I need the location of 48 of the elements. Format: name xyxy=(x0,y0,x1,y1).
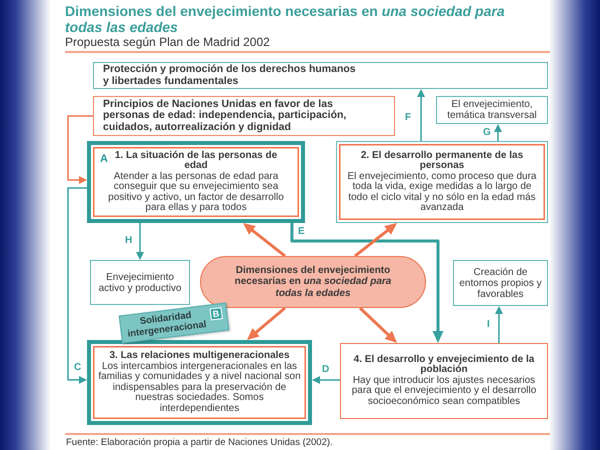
arrow xyxy=(67,115,93,184)
edge-label: E xyxy=(297,226,306,237)
arrow xyxy=(417,89,426,141)
arrow xyxy=(354,223,398,258)
central-pill xyxy=(200,256,426,308)
text-box xyxy=(90,260,190,305)
edge-label: D xyxy=(321,364,330,375)
letter-badge: B xyxy=(209,307,223,321)
box-text: Principios de Naciones Unidas en favor de las personas de edad: independencia, participación, cuidados, autorrealización y dignidad xyxy=(103,98,348,134)
text-box xyxy=(93,62,548,89)
source-note: Fuente: Elaboración propia a partir de Naciones Unidas (2002). xyxy=(66,437,333,448)
arrow xyxy=(494,306,503,343)
arrow xyxy=(290,223,444,343)
box-heading: 3. Las relaciones multigeneracionales xyxy=(109,351,290,362)
title: Dimensiones del envejecimiento necesarias en una sociedad para todas las edades xyxy=(65,3,506,35)
box-heading: 2. El desarrollo permanente de las personas xyxy=(360,150,524,172)
dimension-box xyxy=(340,343,548,419)
dimension-box xyxy=(336,141,548,223)
box-text: Creación de entornos propios y favorables xyxy=(458,266,543,300)
arrow xyxy=(243,223,286,258)
arrow xyxy=(358,306,397,344)
text-box xyxy=(436,96,548,124)
edge-label: C xyxy=(73,362,82,373)
edge-label: H xyxy=(124,235,134,246)
box-letter: A xyxy=(100,153,108,165)
text-box xyxy=(453,260,548,306)
pill-text: Dimensiones del envejecimiento necesarias en una sociedad para todas la edades xyxy=(234,264,392,300)
box-text: Envejecimiento activo y productivo xyxy=(98,272,182,294)
dimension-box xyxy=(87,340,312,425)
edge-label: F xyxy=(404,112,412,123)
box-text: Protección y promoción de los derechos humanos y libertades fundamentales xyxy=(103,64,357,87)
box-heading: 1. La situación de las personas de edad xyxy=(114,150,278,172)
box-heading: 4. El desarrollo y envejecimiento de la población xyxy=(352,354,536,376)
arrow xyxy=(136,223,144,260)
subtitle: Propuesta según Plan de Madrid 2002 xyxy=(65,35,270,49)
dimension-box xyxy=(87,141,305,223)
arrow xyxy=(312,376,340,384)
box-text: Atender a las personas de edad para conseguir que su envejecimiento sea positivo y activo, un factor de desarrollo para ellas y para todos xyxy=(107,172,285,214)
box-text: El envejecimiento, como proceso que dura toda la vida, exige medidas a lo largo de todo el ciclo vital y no sólo en la edad más avanzada xyxy=(346,172,538,214)
text-box xyxy=(93,96,395,136)
edge-label: G xyxy=(482,127,492,138)
arrow xyxy=(246,306,286,340)
arrow xyxy=(67,187,87,384)
box-text: Los intercambios intergeneracionales en las familias y comunidades y a nivel nacional son indispensables para la preservación de nuestras sociedades. Somos interdependientes xyxy=(97,362,302,414)
arrow xyxy=(494,124,502,141)
edge-label: I xyxy=(486,319,491,330)
box-text: Hay que introducir los ajustes necesarios para que el envejecimiento y el desarrollo socioeconómico sean compatibles xyxy=(350,376,538,408)
box-text: El envejecimiento, temática transversal xyxy=(446,99,538,121)
